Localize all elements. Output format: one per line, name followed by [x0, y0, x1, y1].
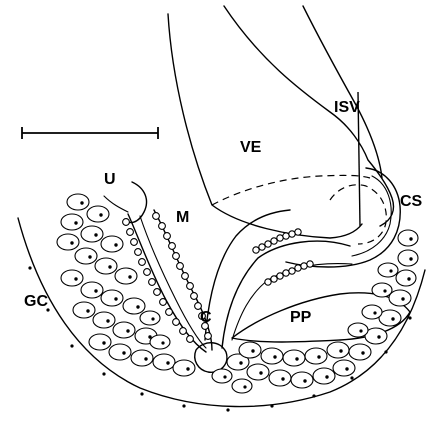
label-ve: VE: [240, 139, 262, 156]
ventral-organ-right-edge: [224, 6, 394, 226]
label-cs: CS: [400, 193, 423, 210]
label-u: U: [104, 171, 116, 188]
upper-right-outline: [303, 6, 382, 178]
cap-structure: [286, 168, 400, 267]
label-gc: GC: [24, 293, 48, 310]
ventral-organ-left-edge: [168, 14, 362, 238]
label-pp: PP: [290, 309, 312, 326]
label-m: M: [176, 209, 189, 226]
scale-bar: [22, 127, 158, 139]
cap-inner-line: [352, 176, 391, 256]
label-c: C: [200, 309, 212, 326]
dashed-outline-upper: [212, 175, 370, 205]
m-structure: [123, 210, 212, 352]
label-isv: ISV: [334, 99, 360, 116]
gonopore-knot: [195, 343, 227, 373]
canal-mid: [232, 264, 352, 340]
u-strand: [128, 182, 147, 223]
coiled-duct-upper: [253, 229, 301, 253]
coiled-duct-lower: [265, 261, 313, 285]
dashed-outline-inner: [330, 185, 386, 244]
